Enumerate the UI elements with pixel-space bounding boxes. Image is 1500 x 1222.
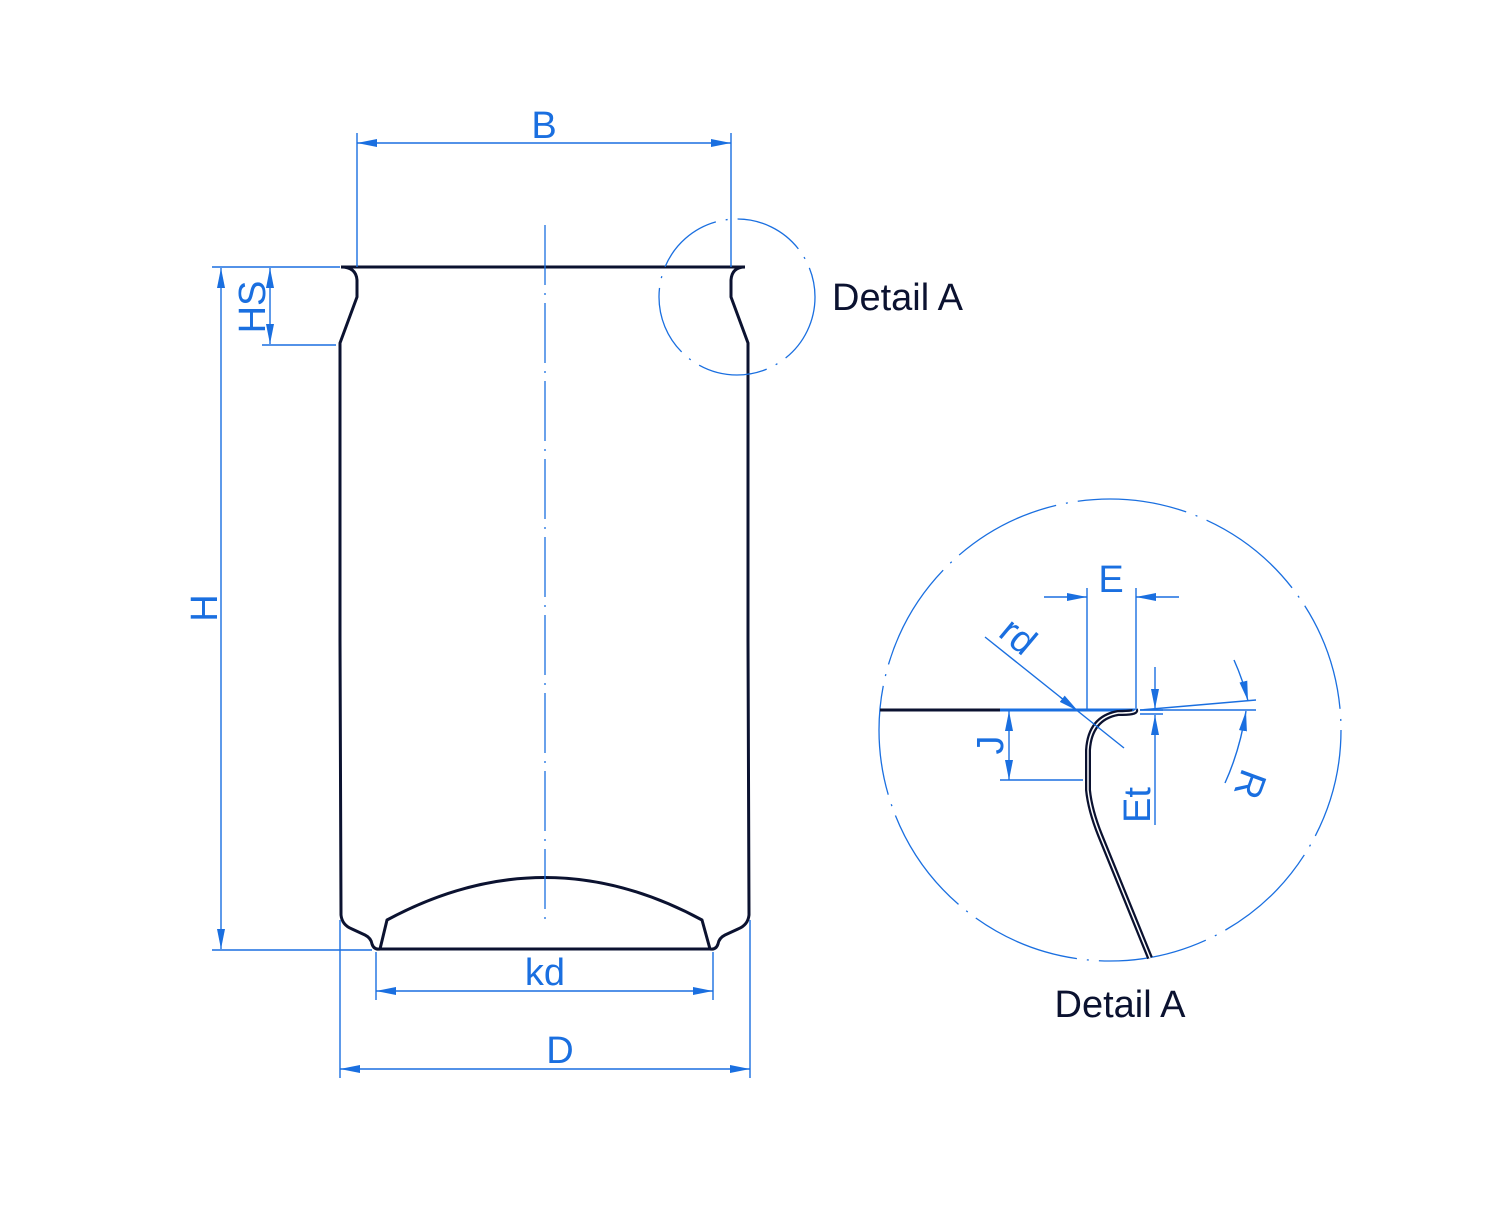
label-b: B: [531, 105, 556, 147]
dimension-h: HS H: [184, 266, 372, 951]
dimension-b: B: [356, 105, 732, 267]
label-hs: HS: [232, 281, 274, 334]
detail-a-view: E rd J Et R: [878, 498, 1342, 962]
can-outline: [338, 265, 751, 951]
dimension-kd: kd: [375, 952, 714, 1000]
dimension-d: D: [339, 920, 751, 1078]
label-d: D: [546, 1030, 573, 1072]
detail-a-callout-circle: [658, 218, 816, 376]
label-et: Et: [1117, 787, 1159, 823]
detail-a-caption: Detail A: [1055, 984, 1187, 1026]
label-r: R: [1225, 764, 1274, 804]
label-e: E: [1098, 559, 1123, 601]
label-rd: rd: [991, 610, 1044, 664]
label-kd: kd: [525, 952, 565, 994]
label-h: H: [184, 594, 226, 621]
label-j: J: [970, 736, 1012, 755]
detail-a-callout-label: Detail A: [832, 277, 964, 319]
